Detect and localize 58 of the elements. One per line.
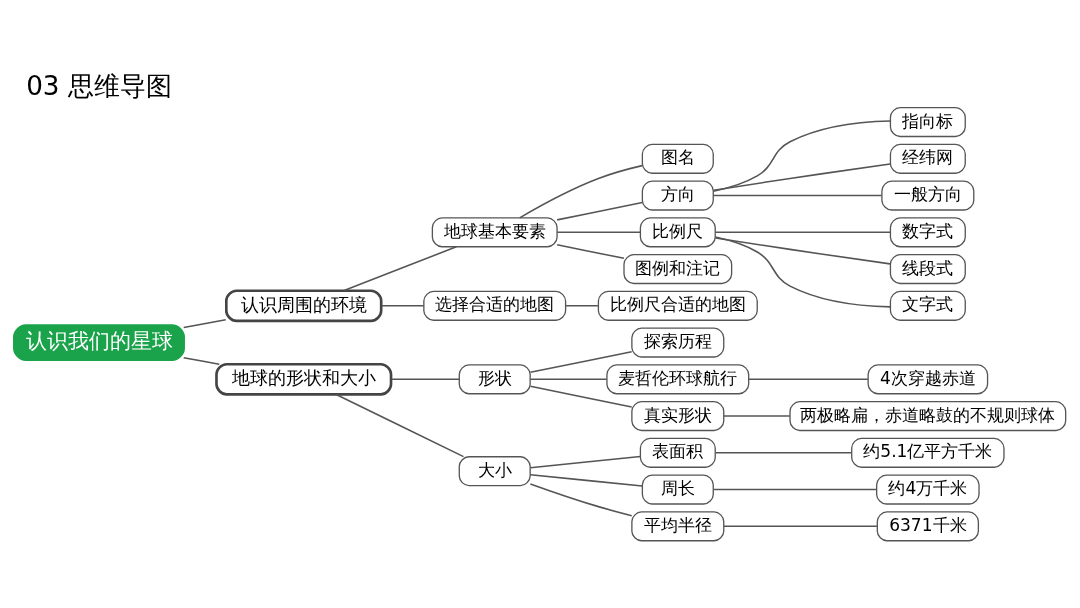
node-box: 图例和注记 <box>623 253 733 284</box>
connector <box>712 194 883 196</box>
connector <box>529 473 644 487</box>
node-box: 表面积 <box>639 437 716 468</box>
node-box: 一般方向 <box>881 179 975 211</box>
connector <box>723 414 791 417</box>
connector <box>518 164 643 219</box>
node-box: 方向 <box>641 179 714 211</box>
connector <box>335 393 465 457</box>
node-box: 真实形状 <box>631 400 725 431</box>
connector <box>529 455 642 468</box>
node-box: 地球的形状和大小 <box>215 362 393 396</box>
node-box: 认识周围的环境 <box>225 288 383 322</box>
connector <box>714 235 892 308</box>
node-box: 麦哲伦环球航行 <box>606 363 750 394</box>
connector <box>723 525 878 527</box>
node-box: 图名 <box>641 143 714 174</box>
connector <box>556 243 625 259</box>
node-box: 经纬网 <box>889 143 966 174</box>
node-box: 比例尺 <box>639 216 716 247</box>
connector <box>565 304 599 307</box>
node-box: 线段式 <box>889 253 966 284</box>
connector <box>529 378 608 380</box>
connector <box>529 385 633 408</box>
node-box: 形状 <box>458 363 531 394</box>
node-box: 探索历程 <box>631 326 725 358</box>
connector <box>556 201 644 221</box>
node-box: 约5.1亿平方千米 <box>851 437 1005 468</box>
node-box: 比例尺合适的地图 <box>597 290 758 321</box>
node-box: 认识我们的星球 <box>13 323 185 361</box>
node-box: 6371千米 <box>876 510 980 541</box>
connector <box>182 356 221 365</box>
connector <box>714 236 891 265</box>
node-box: 指向标 <box>889 106 966 137</box>
node-box: 选择合适的地图 <box>423 290 567 321</box>
node-box: 周长 <box>641 473 714 505</box>
connector <box>714 231 892 233</box>
diagram-title: 03 思维导图 <box>26 70 172 100</box>
connector <box>182 318 227 328</box>
connector <box>714 451 853 454</box>
node-box: 文字式 <box>889 290 966 321</box>
connector <box>529 350 633 373</box>
node-box: 数字式 <box>889 216 966 247</box>
node-box: 平均半径 <box>631 510 725 541</box>
node-box: 4次穿越赤道 <box>867 363 989 394</box>
connector <box>556 231 641 233</box>
connector <box>712 119 892 192</box>
connector <box>390 378 460 380</box>
connector <box>380 304 425 307</box>
node-box: 两极略扁，赤道略鼓的不规则球体 <box>789 400 1067 431</box>
node-box: 地球基本要素 <box>431 216 558 247</box>
connector <box>343 245 458 291</box>
node-box: 大小 <box>458 455 531 486</box>
connector <box>712 162 891 191</box>
connector <box>747 378 869 380</box>
connector <box>712 488 878 490</box>
node-box: 约4万千米 <box>876 473 980 505</box>
connector <box>529 482 633 516</box>
